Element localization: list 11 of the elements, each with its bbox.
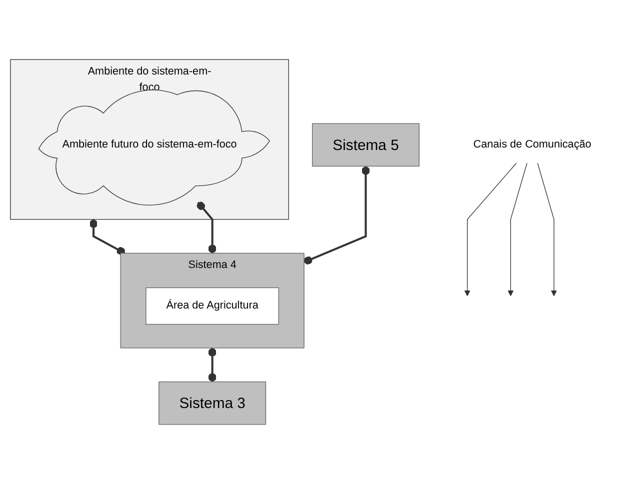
connector: [304, 166, 370, 265]
node-text: Canais de Comunicação: [473, 138, 592, 150]
arrow: [464, 162, 517, 296]
connector: [196, 202, 216, 254]
arrow: [537, 162, 557, 296]
connector: [208, 348, 216, 382]
node-box: Sistema 3: [158, 381, 266, 425]
connector: [89, 219, 126, 256]
arrow: [508, 162, 528, 296]
node-box: Área de Agricultura: [146, 287, 280, 325]
node-box: Sistema 5: [312, 123, 420, 167]
